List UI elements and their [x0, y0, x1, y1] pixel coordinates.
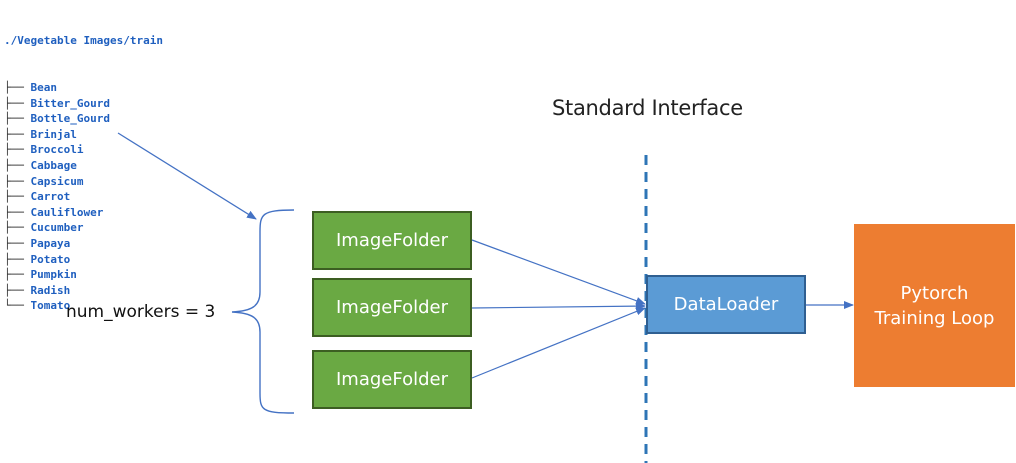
tree-item: ├── Bitter_Gourd [4, 96, 163, 112]
tree-branch-glyph: ├── [4, 143, 24, 157]
tree-branch-glyph: ├── [4, 205, 24, 219]
tree-folder-name: Cauliflower [30, 205, 104, 219]
tree-root-path: ./Vegetable Images/train [4, 34, 163, 48]
tree-branch-glyph: ├── [4, 96, 24, 110]
tree-branch-glyph: ├── [4, 268, 24, 282]
imagefolder-1-to-dataloader-arrow [471, 239, 646, 305]
tree-branch-glyph: ├── [4, 283, 24, 297]
tree-item: ├── Cucumber [4, 220, 163, 236]
tree-item: ├── Broccoli [4, 142, 163, 158]
tree-folder-name: Cucumber [30, 221, 84, 235]
imagefolder-box-1: ImageFolder [312, 211, 472, 270]
imagefolder-box-2: ImageFolder [312, 278, 472, 337]
tree-item: ├── Radish [4, 283, 163, 299]
tree-folder-name: Brinjal [30, 127, 77, 141]
tree-item: ├── Pumpkin [4, 267, 163, 283]
tree-folder-name: Bean [30, 80, 58, 94]
tree-item: ├── Potato [4, 252, 163, 268]
tree-folder-name: Potato [30, 252, 71, 266]
tree-branch-glyph: ├── [4, 221, 24, 235]
tree-folder-name: Pumpkin [30, 268, 77, 282]
tree-folder-name: Broccoli [30, 143, 84, 157]
tree-branch-glyph: ├── [4, 236, 24, 250]
standard-interface-label: Standard Interface [552, 96, 743, 120]
tree-branch-glyph: ├── [4, 158, 24, 172]
tree-item: ├── Cabbage [4, 158, 163, 174]
tree-branch-glyph: ├── [4, 190, 24, 204]
tree-folder-name: Tomato [30, 299, 71, 313]
tree-to-brace-arrow [117, 132, 257, 220]
tree-item: ├── Bottle_Gourd [4, 111, 163, 127]
imagefolder-3-to-dataloader-arrow [471, 307, 646, 379]
tree-branch-glyph: ├── [4, 127, 24, 141]
tree-branch-glyph: ├── [4, 252, 24, 266]
tree-branch-glyph: ├── [4, 80, 24, 94]
tree-folder-name: Cabbage [30, 158, 77, 172]
pytorch-training-loop-box: Pytorch Training Loop [854, 224, 1015, 387]
tree-folder-name: Carrot [30, 190, 71, 204]
tree-branch-glyph: └── [4, 299, 24, 313]
imagefolder-box-3: ImageFolder [312, 350, 472, 409]
tree-item: ├── Carrot [4, 189, 163, 205]
num-workers-label: num_workers = 3 [66, 302, 216, 322]
dataloader-box: DataLoader [646, 275, 806, 334]
tree-folder-name: Bitter_Gourd [30, 96, 110, 110]
tree-branch-glyph: ├── [4, 112, 24, 126]
workers-brace [231, 209, 295, 414]
tree-item: ├── Cauliflower [4, 205, 163, 221]
tree-item: └── Tomato [4, 298, 163, 314]
tree-branch-glyph: ├── [4, 174, 24, 188]
imagefolder-2-to-dataloader-arrow [471, 302, 646, 311]
tree-folder-name: Capsicum [30, 174, 84, 188]
tree-folder-name: Papaya [30, 236, 71, 250]
tree-item: ├── Papaya [4, 236, 163, 252]
folder-tree: ./Vegetable Images/train ├── Bean├── Bit… [4, 2, 163, 329]
tree-item: ├── Brinjal [4, 127, 163, 143]
tree-items: ├── Bean├── Bitter_Gourd├── Bottle_Gourd… [4, 80, 163, 314]
tree-folder-name: Bottle_Gourd [30, 112, 110, 126]
tree-item: ├── Capsicum [4, 174, 163, 190]
tree-folder-name: Radish [30, 283, 71, 297]
tree-item: ├── Bean [4, 80, 163, 96]
